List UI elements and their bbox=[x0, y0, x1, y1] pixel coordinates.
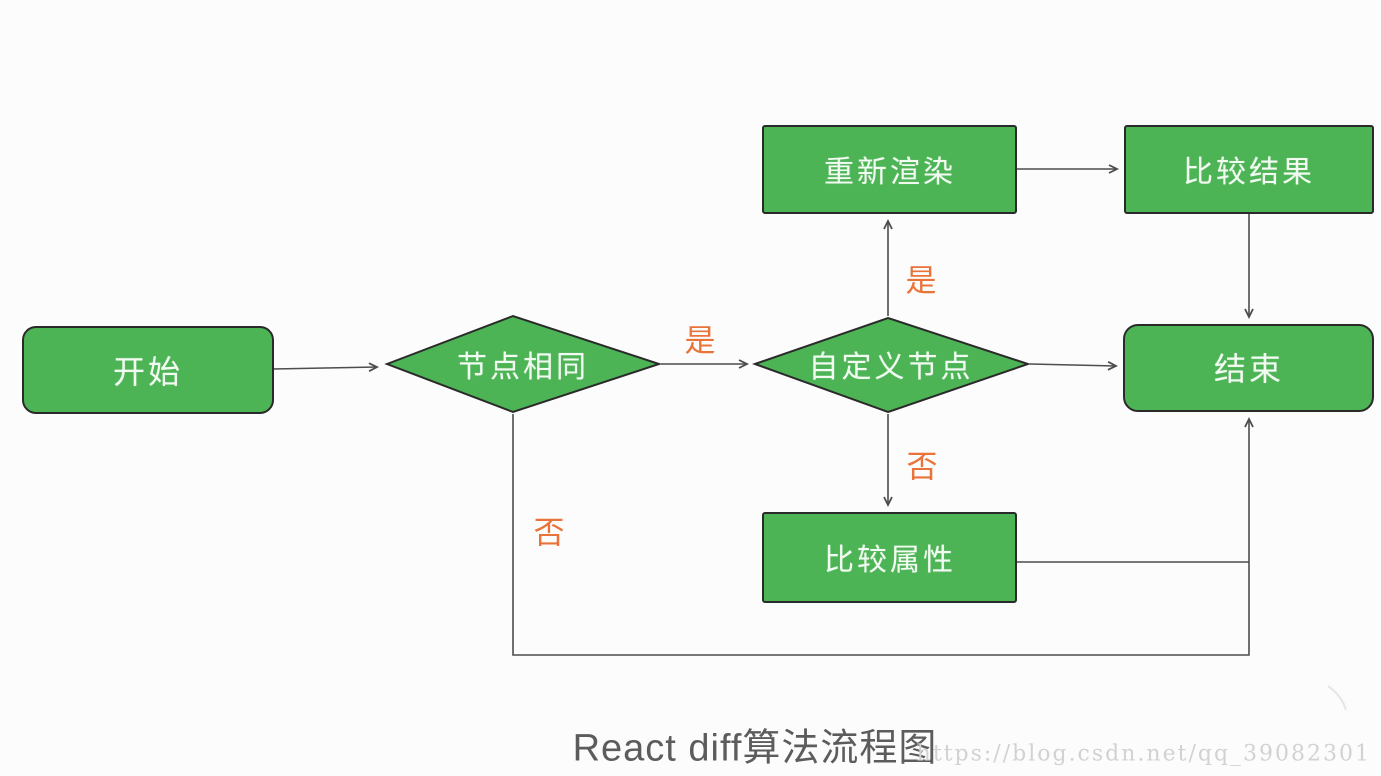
mouse-cursor-artifact bbox=[1327, 685, 1347, 711]
compare-props-node-shape bbox=[762, 512, 1017, 603]
edge-custom-node-to-end bbox=[1029, 361, 1119, 371]
diagram-title: React diff算法流程图 bbox=[572, 727, 938, 770]
custom-node-label: 自定义节点 bbox=[808, 351, 974, 384]
start-node-shape bbox=[22, 326, 274, 414]
edge-same-node-no-loop-to-end bbox=[512, 414, 1254, 656]
rerender-node-label: 重新渲染 bbox=[824, 156, 956, 189]
same-node-label: 节点相同 bbox=[457, 351, 589, 384]
compare-result-node-label: 比较结果 bbox=[1183, 156, 1315, 189]
same-node-diamond bbox=[384, 314, 663, 414]
edge-label-same-node-no: 否 bbox=[533, 515, 565, 551]
compare-result-node-shape bbox=[1124, 125, 1374, 214]
rerender-node-shape bbox=[762, 125, 1017, 214]
edge-label-custom-node-yes: 是 bbox=[905, 263, 937, 299]
edge-start-to-same-node bbox=[272, 362, 380, 372]
edge-label-custom-node-no: 否 bbox=[906, 449, 938, 485]
watermark-url: https://blog.csdn.net/qq_39082301 bbox=[916, 741, 1371, 767]
compare-props-node-label: 比较属性 bbox=[824, 544, 956, 577]
end-node-shape bbox=[1123, 324, 1374, 412]
end-node-label: 结束 bbox=[1213, 351, 1285, 387]
custom-node-diamond bbox=[751, 316, 1032, 414]
start-node-label: 开始 bbox=[112, 354, 184, 390]
edge-label-same-node-yes: 是 bbox=[684, 323, 716, 359]
